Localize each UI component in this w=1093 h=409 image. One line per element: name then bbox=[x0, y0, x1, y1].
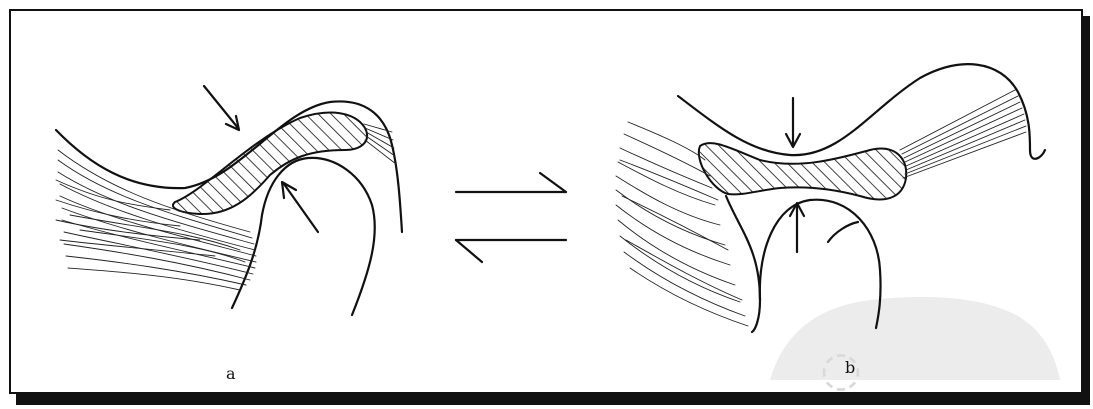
panel-b-posterior-fibers bbox=[900, 90, 1026, 178]
panel-b-drawing bbox=[616, 64, 1045, 332]
panel-b-fossa-outline bbox=[678, 64, 1045, 159]
panel-a-arrow-down bbox=[204, 86, 239, 130]
panel-b-disc bbox=[699, 143, 906, 199]
forward-arrow bbox=[456, 173, 566, 192]
reverse-arrow bbox=[456, 240, 566, 262]
panel-b-condyle-left bbox=[726, 196, 760, 332]
panel-b-label: b bbox=[845, 358, 855, 377]
panel-b-arrow-down bbox=[786, 98, 800, 147]
panel-a-drawing bbox=[56, 86, 402, 315]
panel-b-arrow-up bbox=[790, 203, 804, 252]
panel-a-arrow-up bbox=[282, 182, 318, 232]
equilibrium-arrows bbox=[456, 173, 566, 262]
watermark: ◌ bbox=[770, 297, 1060, 397]
panel-a-label: a bbox=[226, 364, 236, 383]
svg-text:◌: ◌ bbox=[820, 341, 862, 397]
panel-b-condyle-mark bbox=[828, 222, 858, 242]
